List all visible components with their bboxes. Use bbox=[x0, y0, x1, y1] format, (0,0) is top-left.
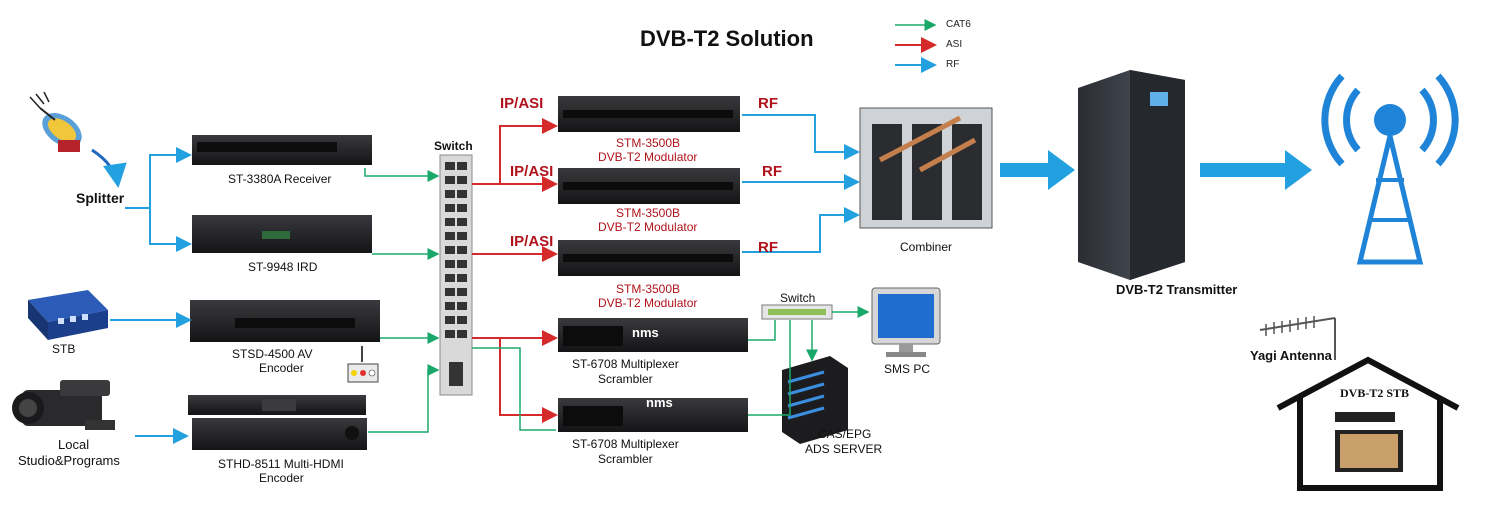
mux-1-nms-label: nms bbox=[632, 325, 659, 340]
main-switch-label: Switch bbox=[434, 139, 473, 153]
sms-pc-monitor-icon bbox=[871, 287, 941, 357]
house-icon bbox=[1276, 356, 1460, 491]
rf-label-1: RF bbox=[758, 95, 778, 112]
mux-2-nms-label: nms bbox=[646, 395, 673, 410]
av-encoder-label-line2: Encoder bbox=[259, 361, 304, 375]
modulator-device-2 bbox=[558, 168, 740, 204]
receiver-label: ST-3380A Receiver bbox=[228, 172, 332, 186]
server-label-line2: ADS SERVER bbox=[805, 442, 883, 456]
ird-label: ST-9948 IRD bbox=[248, 260, 318, 274]
ird-device bbox=[192, 215, 372, 253]
legend-rf-label: RF bbox=[946, 59, 960, 70]
rca-cable-icon bbox=[347, 346, 379, 383]
mux-device-1 bbox=[558, 318, 748, 352]
server-icon bbox=[782, 356, 848, 444]
asi-connections bbox=[472, 118, 558, 423]
hdmi-encoder-label-line2: Encoder bbox=[259, 471, 304, 485]
mux-1-label-line1: ST-6708 Multiplexer bbox=[572, 357, 679, 371]
legend bbox=[895, 19, 937, 73]
splitter-label: Splitter bbox=[76, 190, 125, 206]
mux-2-label-line1: ST-6708 Multiplexer bbox=[572, 437, 679, 451]
combiner-to-transmitter-arrow bbox=[1000, 150, 1075, 190]
modulator-1-type-label: DVB-T2 Modulator bbox=[598, 150, 698, 164]
ipasi-label-2: IP/ASI bbox=[510, 163, 554, 180]
rf-label-2: RF bbox=[762, 163, 782, 180]
small-switch-label: Switch bbox=[780, 291, 816, 305]
av-encoder-label-line1: STSD-4500 AV bbox=[232, 347, 313, 361]
combiner-device bbox=[859, 107, 993, 229]
yagi-antenna-icon bbox=[1259, 316, 1336, 360]
video-camera-icon bbox=[12, 380, 115, 430]
cat6-connections bbox=[364, 168, 870, 433]
modulator-3-name-label: STM-3500B bbox=[616, 282, 681, 296]
local-studio-label-line1: Local bbox=[58, 437, 90, 452]
mux-2-label-line2: Scrambler bbox=[598, 452, 653, 466]
diagram-title: DVB-T2 Solution bbox=[640, 26, 814, 51]
modulator-2-type-label: DVB-T2 Modulator bbox=[598, 220, 698, 234]
ipasi-label-3: IP/ASI bbox=[510, 233, 554, 250]
dvb-t2-stb-label: DVB-T2 STB bbox=[1340, 386, 1410, 400]
small-switch-device bbox=[761, 304, 833, 320]
modulator-device-1 bbox=[558, 96, 740, 132]
hdmi-encoder-device bbox=[188, 395, 367, 450]
modulator-device-3 bbox=[558, 240, 740, 276]
hdmi-encoder-label-line1: STHD-8511 Multi-HDMI bbox=[218, 457, 344, 471]
antenna-tower-icon bbox=[1321, 73, 1459, 265]
sms-pc-label: SMS PC bbox=[884, 362, 931, 376]
receiver-device bbox=[192, 135, 372, 165]
stb-label: STB bbox=[52, 342, 76, 356]
switch-ports bbox=[445, 162, 467, 386]
transmitter-label: DVB-T2 Transmitter bbox=[1116, 282, 1238, 297]
modulator-3-type-label: DVB-T2 Modulator bbox=[598, 296, 698, 310]
yagi-antenna-label: Yagi Antenna bbox=[1250, 348, 1332, 363]
combiner-label: Combiner bbox=[900, 240, 953, 254]
legend-asi-label: ASI bbox=[946, 39, 963, 50]
transmitter-to-tower-arrow bbox=[1200, 150, 1312, 190]
stb-device-icon bbox=[28, 290, 108, 340]
legend-cat6-label: CAT6 bbox=[946, 19, 971, 30]
local-studio-label-line2: Studio&Programs bbox=[18, 453, 120, 468]
rf-label-3: RF bbox=[758, 239, 778, 256]
rf-connections bbox=[110, 114, 860, 444]
mux-device-2 bbox=[558, 398, 748, 432]
modulator-2-name-label: STM-3500B bbox=[616, 206, 681, 220]
server-label-line1: CAS/EPG bbox=[818, 427, 872, 441]
mux-1-label-line2: Scrambler bbox=[598, 372, 653, 386]
satellite-dish-icon bbox=[29, 91, 127, 188]
ipasi-label-1: IP/ASI bbox=[500, 95, 544, 112]
modulator-1-name-label: STM-3500B bbox=[616, 136, 681, 150]
main-switch-device bbox=[439, 154, 473, 396]
transmitter-cabinet bbox=[1078, 70, 1185, 280]
av-encoder-device bbox=[190, 300, 380, 342]
